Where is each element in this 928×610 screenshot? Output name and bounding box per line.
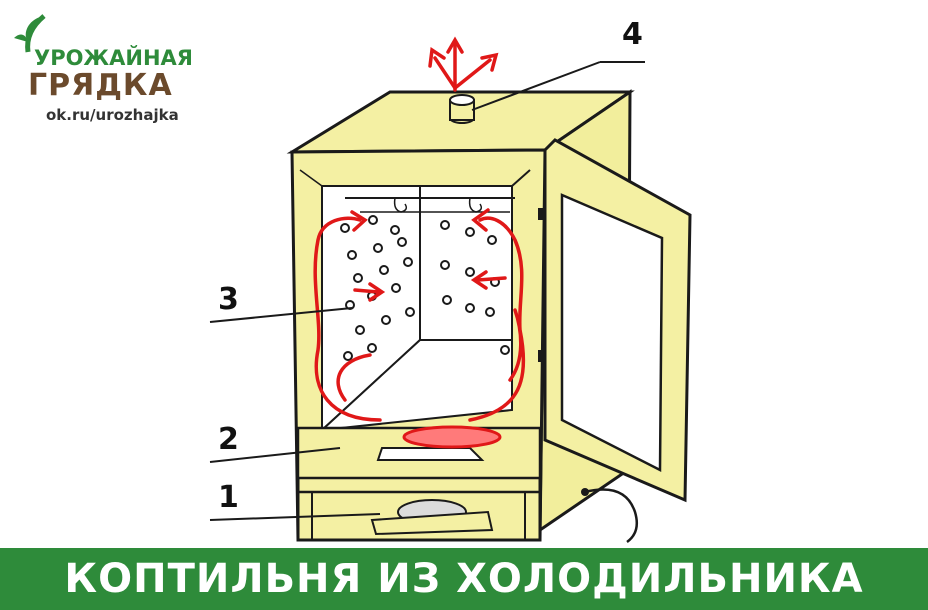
- logo-title-line2: ГРЯДКА: [28, 68, 173, 103]
- heater-base: [370, 510, 494, 536]
- smoke-flow-arrows: [313, 36, 526, 422]
- logo-title-line1: УРОЖАЙНАЯ: [34, 46, 193, 70]
- door-panel: [560, 193, 664, 473]
- sawdust-tray: [376, 447, 485, 461]
- leader-lines: [209, 61, 645, 521]
- smokehouse-diagram: [209, 36, 692, 544]
- logo-url: ok.ru/urozhajka: [46, 106, 179, 124]
- diagram-stage: УРОЖАЙНАЯ ГРЯДКА ok.ru/urozhajka 3 2 1 4: [6, 8, 692, 544]
- label-1: 1: [218, 480, 239, 515]
- title-banner: КОПТИЛЬНЯ ИЗ ХОЛОДИЛЬНИКА: [0, 548, 928, 610]
- sprout-icon: [14, 14, 46, 53]
- label-2: 2: [218, 422, 239, 457]
- chamber-floor: [319, 339, 513, 432]
- power-cable: [584, 488, 638, 544]
- chamber-back-right: [419, 185, 513, 341]
- label-4: 4: [622, 17, 643, 52]
- brand-logo: УРОЖАЙНАЯ ГРЯДКА ok.ru/urozhajka: [6, 8, 196, 128]
- label-3: 3: [218, 282, 239, 317]
- banner-title: КОПТИЛЬНЯ ИЗ ХОЛОДИЛЬНИКА: [64, 556, 864, 602]
- perforation-holes: [340, 215, 510, 361]
- smoldering-chips: [402, 425, 502, 449]
